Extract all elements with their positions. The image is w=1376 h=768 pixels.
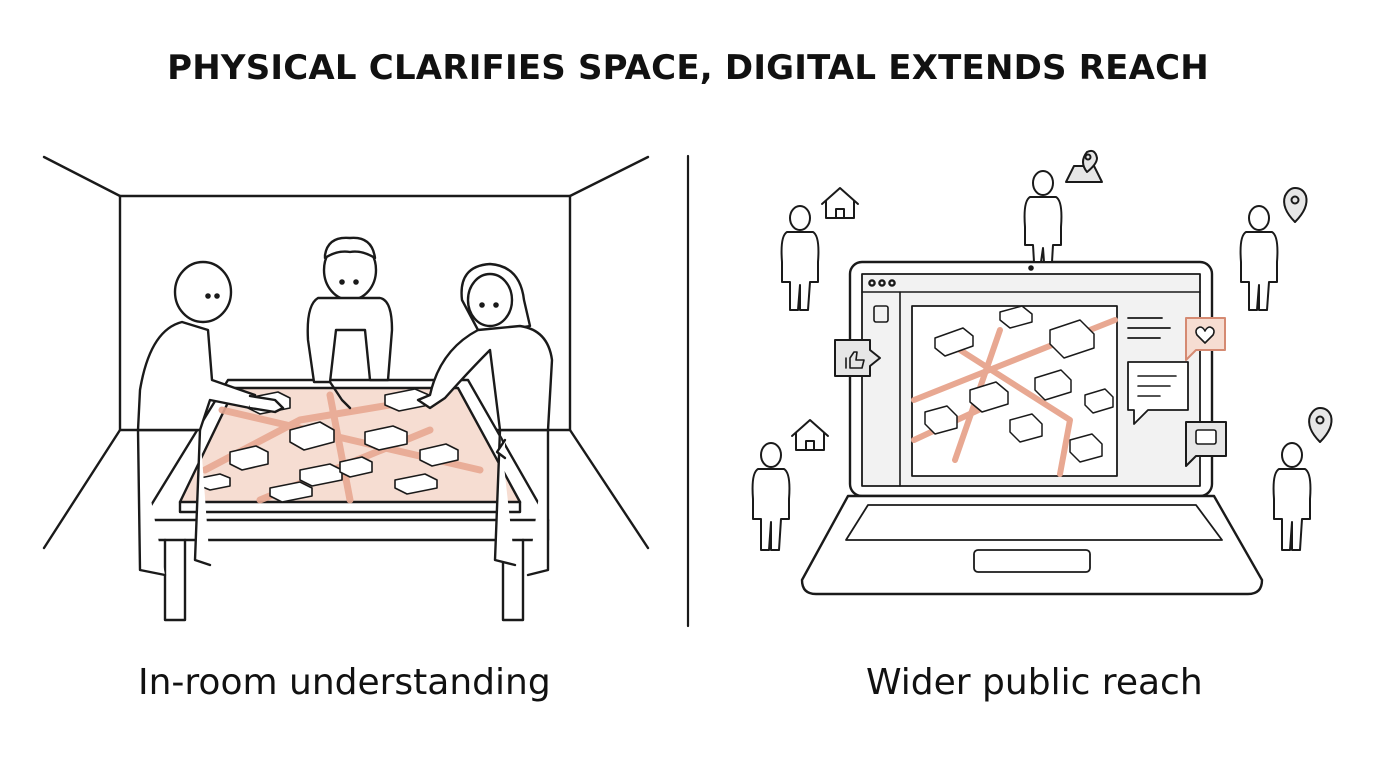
map-pin-icon	[1308, 407, 1333, 443]
person-right	[416, 262, 554, 577]
person-left	[136, 260, 285, 577]
screen-map	[911, 305, 1189, 477]
person-figure	[1272, 442, 1312, 551]
caption-right: Wider public reach	[866, 662, 1203, 703]
map-icon	[1065, 149, 1103, 183]
thumbs-up-icon	[834, 339, 881, 377]
chat-icon	[1185, 421, 1227, 467]
person-middle	[306, 236, 394, 410]
house-icon	[791, 419, 829, 451]
person-figure	[780, 205, 820, 311]
person-figure	[1023, 170, 1063, 263]
person-figure	[751, 442, 791, 551]
page-title: PHYSICAL CLARIFIES SPACE, DIGITAL EXTEND…	[167, 48, 1209, 88]
caption-left: In-room understanding	[138, 662, 551, 703]
laptop-scene	[751, 149, 1333, 596]
room-scene	[42, 155, 650, 622]
person-figure	[1239, 205, 1279, 311]
house-icon	[821, 187, 859, 219]
heart-icon	[1185, 317, 1226, 361]
map-pin-icon	[1283, 187, 1308, 223]
